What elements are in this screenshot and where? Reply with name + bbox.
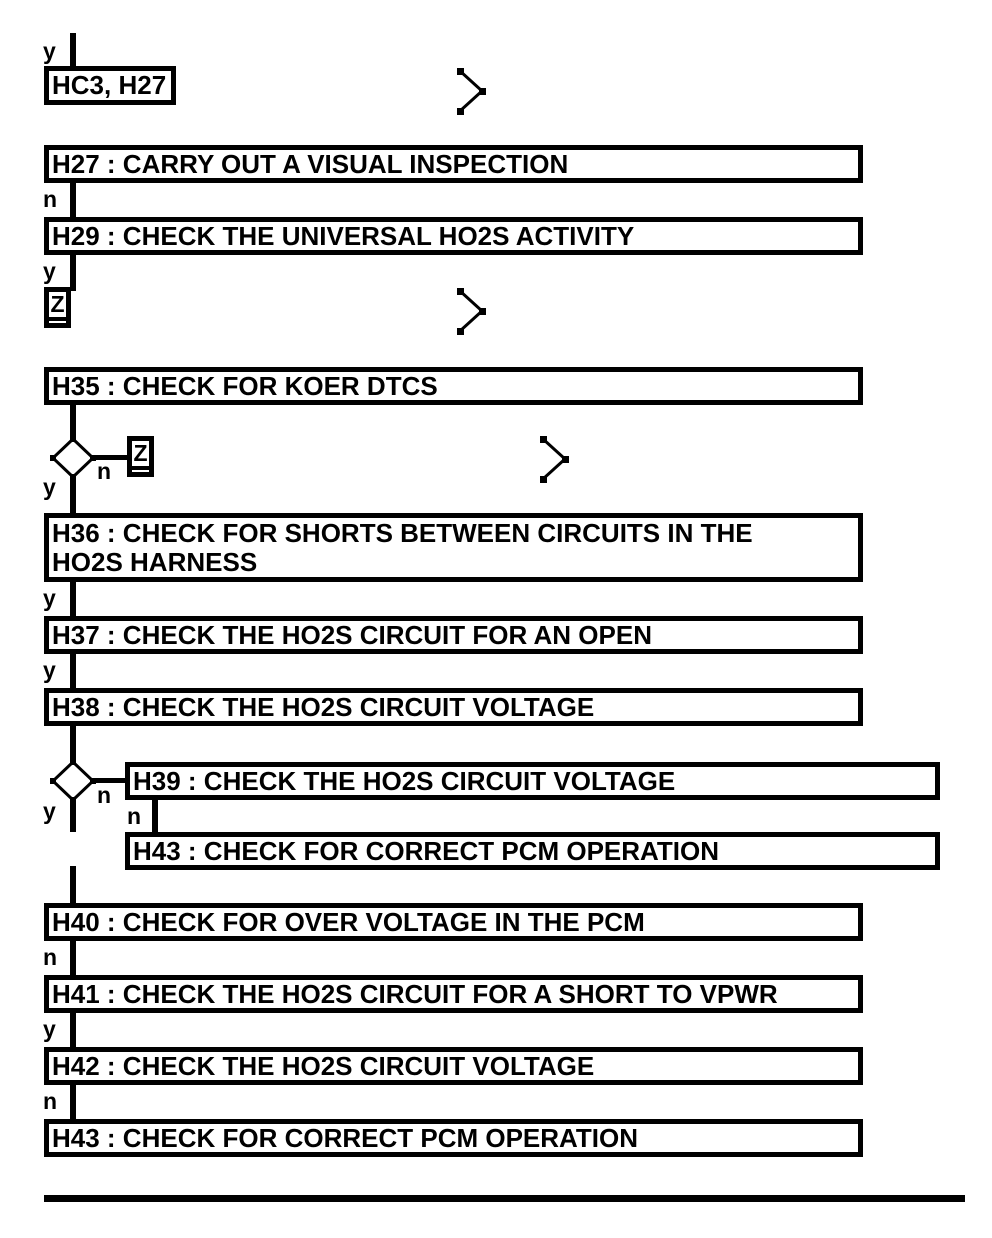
step-label: H35 : CHECK FOR KOER DTCS [52, 370, 438, 401]
connector-line [70, 255, 76, 291]
bottom-rule [44, 1195, 965, 1202]
connector-line [70, 941, 76, 975]
branch-label-entry: y [43, 38, 56, 64]
connector-line [70, 582, 76, 616]
branch-label: y [43, 258, 56, 284]
step-label: H42 : CHECK THE HO2S CIRCUIT VOLTAGE [52, 1050, 595, 1081]
step-box-h27: H27 : CARRY OUT A VISUAL INSPECTION [44, 145, 863, 183]
step-label: H27 : CARRY OUT A VISUAL INSPECTION [52, 148, 569, 179]
step-label: H39 : CHECK THE HO2S CIRCUIT VOLTAGE [133, 765, 676, 796]
connector-line [93, 778, 125, 783]
decision-diamond [50, 436, 96, 480]
connector-line [70, 799, 76, 832]
continuation-chevron-icon [457, 288, 486, 335]
step-label: H41 : CHECK THE HO2S CIRCUIT FOR A SHORT… [52, 978, 778, 1009]
continuation-chevron-icon [540, 436, 569, 483]
branch-label: n [97, 782, 112, 808]
branch-label: y [43, 1016, 56, 1042]
step-box-h38: H38 : CHECK THE HO2S CIRCUIT VOLTAGE [44, 688, 863, 726]
step-label: H36 : CHECK FOR SHORTS BETWEEN CIRCUITS … [52, 518, 753, 577]
branch-label: n [43, 944, 58, 970]
connector-line [93, 455, 127, 460]
branch-label: n [43, 1088, 58, 1114]
step-label: H43 : CHECK FOR CORRECT PCM OPERATION [133, 835, 719, 866]
decision-diamond [50, 759, 96, 803]
step-label: H29 : CHECK THE UNIVERSAL HO2S ACTIVITY [52, 220, 635, 251]
branch-label: y [43, 474, 56, 500]
step-box-h39: H39 : CHECK THE HO2S CIRCUIT VOLTAGE [125, 762, 940, 800]
connector-line [70, 478, 76, 513]
branch-label: y [43, 585, 56, 611]
connector-line [70, 866, 76, 903]
step-box-h36: H36 : CHECK FOR SHORTS BETWEEN CIRCUITS … [44, 513, 863, 582]
step-label: H38 : CHECK THE HO2S CIRCUIT VOLTAGE [52, 691, 595, 722]
connector-box-hc3-h27: HC3, H27 [44, 66, 176, 105]
connector-line [70, 1013, 76, 1047]
offpage-connector-z: Z [44, 287, 71, 328]
branch-label: y [43, 657, 56, 683]
step-box-h40: H40 : CHECK FOR OVER VOLTAGE IN THE PCM [44, 903, 863, 941]
step-label: H37 : CHECK THE HO2S CIRCUIT FOR AN OPEN [52, 619, 652, 650]
connector-line [70, 654, 76, 688]
connector-box-label: HC3, H27 [52, 70, 167, 100]
branch-label: n [127, 803, 142, 829]
step-label: H43 : CHECK FOR CORRECT PCM OPERATION [52, 1122, 638, 1153]
step-label: H40 : CHECK FOR OVER VOLTAGE IN THE PCM [52, 906, 645, 937]
branch-label: y [43, 798, 56, 824]
step-box-h43-upper: H43 : CHECK FOR CORRECT PCM OPERATION [125, 832, 940, 870]
step-box-h43-lower: H43 : CHECK FOR CORRECT PCM OPERATION [44, 1119, 863, 1157]
connector-line [70, 183, 76, 217]
step-box-h35: H35 : CHECK FOR KOER DTCS [44, 367, 863, 405]
connector-line [152, 800, 158, 832]
branch-label: n [43, 186, 58, 212]
step-box-h29: H29 : CHECK THE UNIVERSAL HO2S ACTIVITY [44, 217, 863, 255]
step-box-h42: H42 : CHECK THE HO2S CIRCUIT VOLTAGE [44, 1047, 863, 1085]
offpage-connector-label: Z [132, 441, 149, 470]
branch-label: n [97, 458, 112, 484]
connector-line [70, 726, 76, 761]
offpage-connector-label: Z [49, 292, 66, 321]
step-box-h41: H41 : CHECK THE HO2S CIRCUIT FOR A SHORT… [44, 975, 863, 1013]
offpage-connector-z: Z [127, 436, 154, 477]
connector-line [70, 405, 76, 438]
continuation-chevron-icon [457, 68, 486, 115]
step-box-h37: H37 : CHECK THE HO2S CIRCUIT FOR AN OPEN [44, 616, 863, 654]
connector-line [70, 1085, 76, 1119]
connector-line [70, 33, 76, 67]
